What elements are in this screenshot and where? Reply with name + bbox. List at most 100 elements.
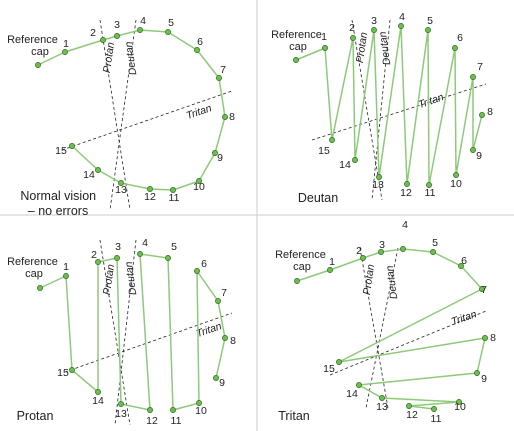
tritan-axis-label: Tritan [417,91,446,111]
reference-cap-marker [37,285,43,291]
deutan-axis-label: Deutan [123,261,140,296]
cap-marker [63,273,69,279]
panel-caption: Protan [17,409,54,423]
cap-marker [212,150,218,156]
cap-marker [378,249,384,255]
protan-axis-label: Protan [354,31,370,63]
cap-marker [322,45,328,51]
cap-label: 13 [372,179,384,191]
cap-label: 5 [432,237,438,249]
cap-marker [62,49,68,55]
cap-marker [482,335,488,341]
cap-label: 2 [90,27,96,39]
tritan-axis-label: Tritan [450,308,479,328]
reference-cap-marker [293,57,299,63]
cap-label: 9 [481,373,487,385]
cap-label: 8 [487,106,493,118]
cap-label: 8 [490,332,496,344]
cap-label: 12 [400,187,412,199]
cap-marker [137,27,143,33]
tritan-axis-label: Tritan [185,102,214,122]
cap-marker [470,147,476,153]
cap-label: 1 [329,256,335,268]
tritan-axis [61,90,233,151]
cap-marker [137,251,143,257]
cap-label: 13 [115,408,127,420]
cap-labels: 1 2 3 4 5 6 7 8 9 10 11 12 13 14 15 [57,237,236,427]
cap-label: 6 [457,32,463,44]
cap-label: 3 [371,15,377,27]
cap-label: 5 [168,17,174,29]
cap-label: 11 [171,415,182,427]
cap-label: 4 [140,15,146,27]
cap-label: 3 [115,241,121,253]
cap-label: 13 [376,401,388,413]
cap-label: 9 [476,150,482,162]
cap-marker [216,75,222,81]
cap-label: 4 [402,219,408,231]
cap-marker [430,249,436,255]
cap-marker [371,27,377,33]
cap-marker [470,74,476,80]
reference-cap-marker [35,62,41,68]
cap-sequence-trace [37,29,226,191]
confusion-axes: Protan Deutan Tritan [329,247,487,409]
cap-marker [425,27,431,33]
confusion-axes: Protan Deutan Tritan [61,19,233,211]
reference-cap-marker [294,278,300,284]
cap-marker [95,259,101,265]
protan-axis-label: Protan [101,41,117,73]
cap-marker [170,187,176,193]
cap-marker [194,47,200,53]
cap-marker [213,375,219,381]
cap-label: 9 [217,152,223,164]
cap-label: 15 [55,145,67,157]
cap-marker [456,399,462,405]
cap-marker [147,186,153,192]
cap-marker [69,143,75,149]
cap-markers [35,27,228,193]
cap-marker [329,137,335,143]
deutan-axis-label: Deutan [377,31,394,66]
deutan-axis [371,19,391,201]
cap-marker [452,45,458,51]
cap-marker [170,407,176,413]
cap-labels: 1 2 3 4 5 6 7 8 9 10 11 12 13 14 15 [55,15,235,204]
cap-marker [100,37,106,43]
reference-cap-label: Reference cap [7,256,61,280]
deutan-axis [109,19,137,211]
protan-axis-label: Protan [101,263,117,295]
cap-label: 7 [481,284,487,296]
reference-cap-label: Reference cap [271,29,325,53]
cap-marker [196,400,202,406]
cap-labels: 1 2 3 4 5 6 7 8 9 10 11 12 13 14 15 [323,219,496,425]
cap-label: 1 [63,38,69,50]
cap-label: 11 [425,187,436,199]
cap-label: 14 [346,388,358,400]
cap-marker [479,112,485,118]
cap-label: 10 [195,405,207,417]
cap-marker [95,389,101,395]
tritan-axis-label: Tritan [195,320,224,340]
panel-protan: Protan Deutan Tritan 1 2 3 4 5 6 7 8 9 1… [7,237,236,427]
cap-label: 3 [114,19,120,31]
cap-marker [398,23,404,29]
cap-marker [453,172,459,178]
cap-label: 10 [454,401,466,413]
cap-label: 9 [219,377,225,389]
cap-marker [360,255,366,261]
cap-label: 1 [63,261,69,273]
cap-label: 14 [339,159,351,171]
cap-label: 2 [91,249,97,261]
cap-marker [336,359,342,365]
cap-label: 15 [318,145,330,157]
cap-labels: 1 2 3 4 5 6 7 8 9 10 11 12 13 14 15 [318,11,493,199]
cap-markers [37,251,228,413]
cap-label: 2 [356,245,362,257]
cap-marker [194,268,200,274]
cap-label: 13 [115,184,127,196]
cap-markers [293,23,485,188]
cap-label: 6 [461,255,467,267]
cap-marker [400,246,406,252]
cap-label: 7 [220,64,226,76]
